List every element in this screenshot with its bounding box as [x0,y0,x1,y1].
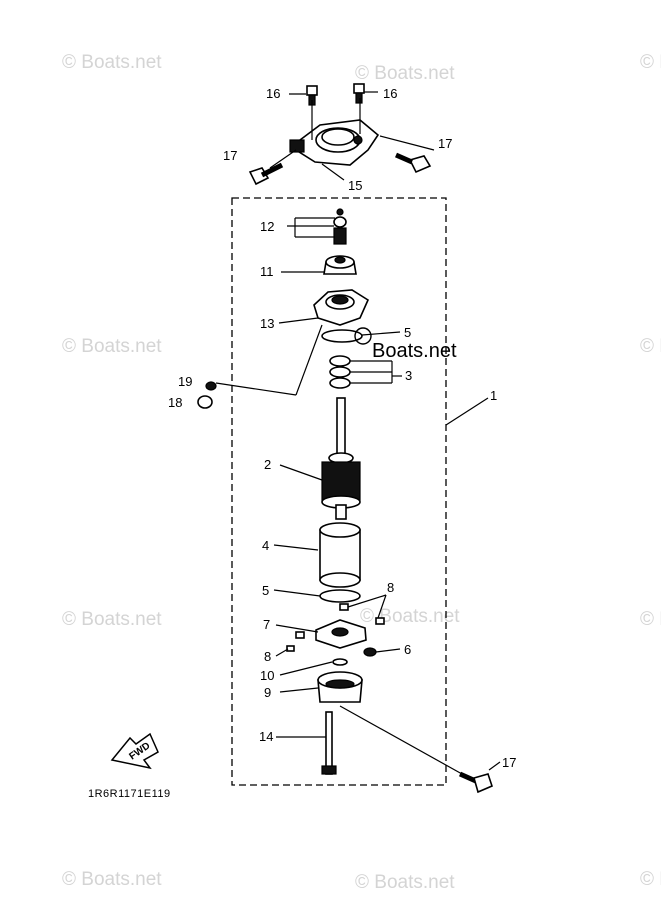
callout-18: 18 [168,395,182,410]
end-cover-part-13 [313,289,370,326]
watermark-text: © Boats.net [640,336,661,357]
assembly-boundary [231,197,447,786]
watermarks: © Boats.net © Boats.net © Boats.net © Bo… [62,52,661,893]
callout-16: 16 [383,86,397,101]
callout-5: 5 [262,583,269,598]
callout-16: 16 [266,86,280,101]
callout-3: 3 [405,368,412,383]
watermark-text: © Boats.net [62,869,162,890]
washer-part-19 [205,381,217,391]
callout-1: 1 [490,388,497,403]
watermark-text: © Boats.net [640,869,661,890]
callout-8: 8 [387,580,394,595]
callout-12: 12 [260,219,274,234]
callout-17: 17 [438,136,452,151]
watermark-overlay-text: Boats.net [372,340,457,362]
callout-13: 13 [260,316,274,331]
pinion-part-11 [323,255,357,275]
washer-part-10 [332,658,348,666]
terminal-part-6 [363,647,377,657]
callout-9: 9 [264,685,271,700]
leader-lines [215,91,501,775]
callout-15: 15 [348,178,362,193]
watermark-text: © Boats.net [355,872,455,893]
bolt-part-17-bottom [458,771,493,794]
watermark-text: © Boats.net [62,336,162,357]
brush-part-8 [286,645,295,652]
watermark-text: © Boats.net [62,609,162,630]
spring-part-12 [333,208,347,245]
callout-17: 17 [223,148,237,163]
brush-holder-part-7 [295,603,385,649]
o-ring-part-5-lower [319,589,361,603]
callout-4: 4 [262,538,269,553]
washer-part-3 [329,355,351,389]
bolt-part-18 [197,395,213,409]
through-bolt-part-14 [321,711,337,775]
screw-part-16-right [353,83,365,104]
watermark-text: © Boats.net [355,63,455,84]
fwd-arrow-icon: FWD [110,732,159,770]
callout-labels: 16 16 17 17 15 12 11 13 5 3 1 19 18 2 4 … [168,86,516,770]
callout-17: 17 [502,755,516,770]
diagram-code: 1R6R1171E119 [88,788,171,800]
callout-6: 6 [404,642,411,657]
callout-10: 10 [260,668,274,683]
callout-19: 19 [178,374,192,389]
callout-8: 8 [264,649,271,664]
callout-5: 5 [404,325,411,340]
yoke-part-4 [319,522,361,588]
bolt-part-17-left [248,162,284,186]
watermark-text: © Boats.net [640,52,661,73]
watermark-text: © Boats.net [62,52,162,73]
watermark-text: © Boats.net [360,606,460,627]
callout-2: 2 [264,457,271,472]
watermark-text: © Boats.net [640,609,661,630]
callout-14: 14 [259,729,273,744]
bracket-part-15 [289,119,380,166]
o-ring-part-5-top [321,329,363,343]
callout-7: 7 [263,617,270,632]
lower-cover-part-9 [317,671,363,703]
armature-part-2 [321,397,361,520]
bolt-part-17-right [394,152,432,174]
copyright-icon [354,327,372,345]
callout-11: 11 [260,264,274,279]
